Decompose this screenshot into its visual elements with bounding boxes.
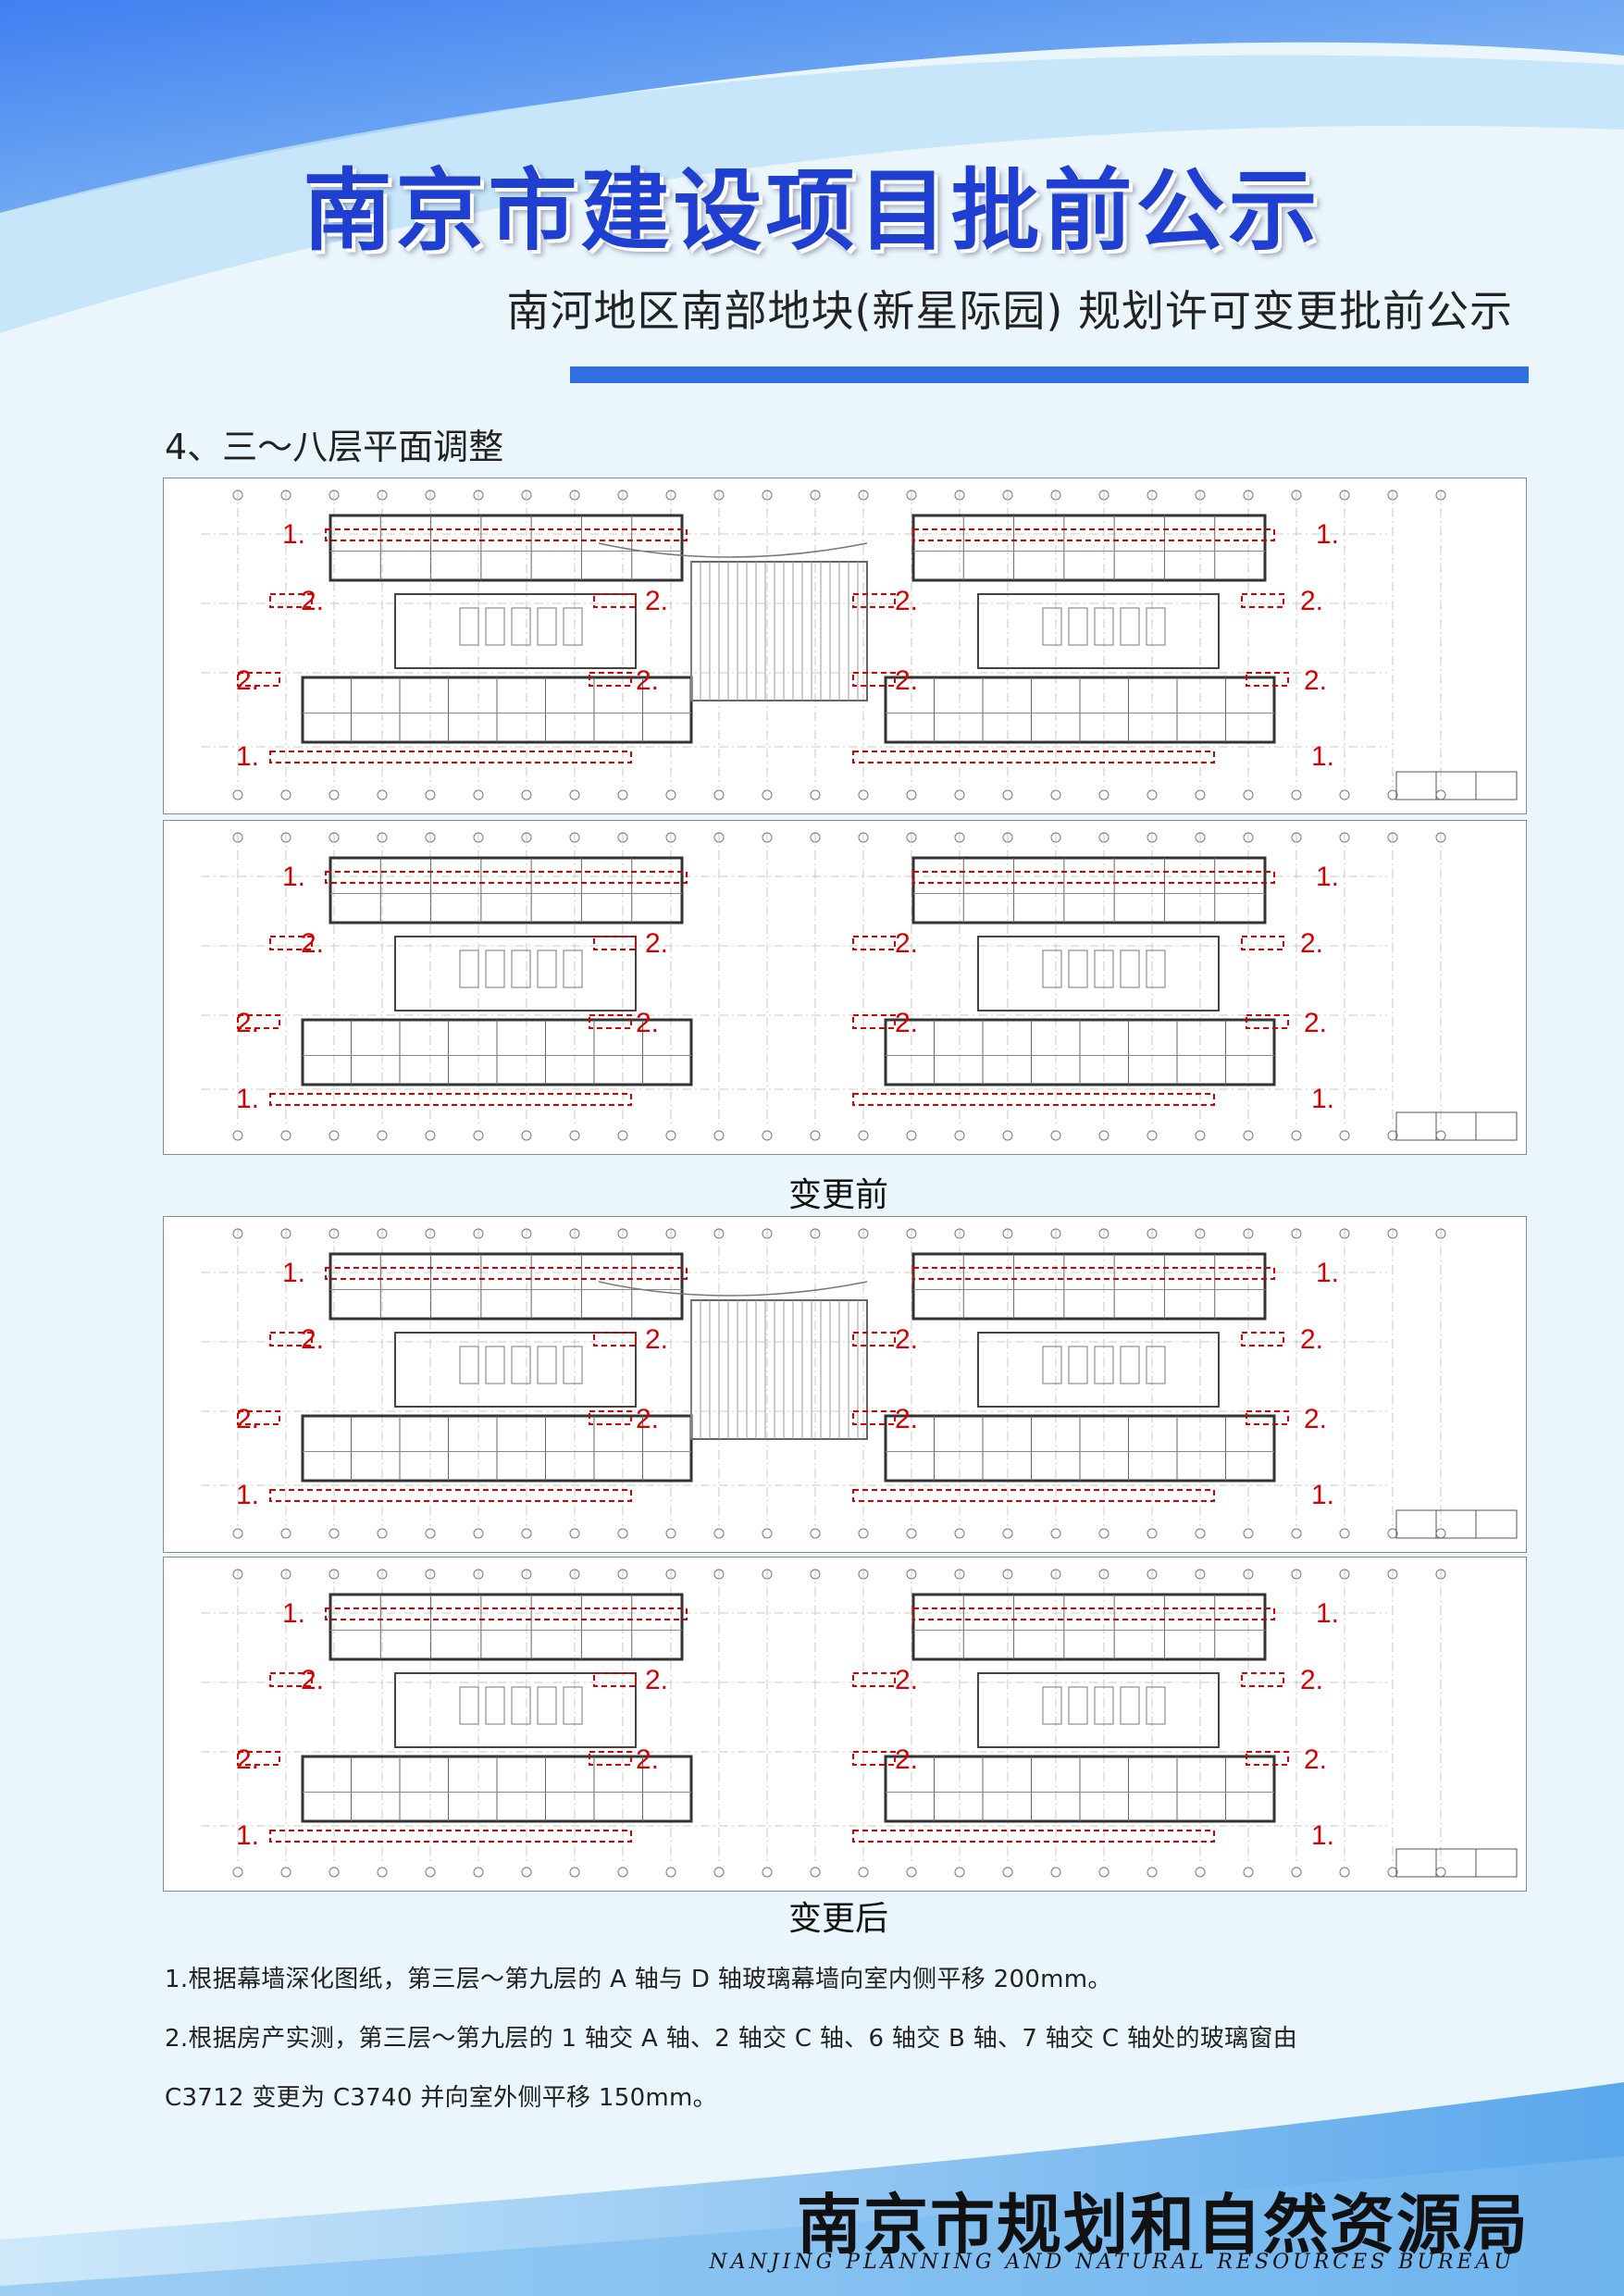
bureau-name: 南京市规划和自然资源局: [797, 2186, 1530, 2263]
marker-1: 1.: [236, 741, 259, 772]
marker-2: 2.: [236, 1404, 259, 1434]
marker-2: 2.: [645, 586, 668, 616]
marker-1: 1.: [1316, 1598, 1339, 1629]
marker-2: 2.: [1304, 1404, 1327, 1434]
marker-2: 2.: [895, 665, 918, 696]
marker-2: 2.: [895, 1404, 918, 1434]
marker-2: 2.: [1300, 1324, 1323, 1355]
marker-2: 2.: [895, 1008, 918, 1038]
marker-1: 1.: [236, 1084, 259, 1114]
marker-2: 2.: [301, 928, 324, 959]
marker-2: 2.: [895, 586, 918, 616]
marker-2: 2.: [301, 586, 324, 616]
marker-1: 1.: [282, 862, 305, 892]
atrium-hatch: [690, 561, 868, 701]
caption-after: 变更后: [787, 1900, 888, 1938]
note-1: 1.根据幕墙深化图纸，第三层～第九层的 A 轴与 D 轴玻璃幕墙向室内侧平移 2…: [165, 1966, 1112, 1993]
floorplan-before-split: 1. 1. 1. 1. 2. 2. 2. 2. 2. 2. 2. 2.: [163, 820, 1527, 1155]
floorplan-after-wide: 1. 1. 1. 1. 2. 2. 2. 2. 2. 2. 2. 2.: [163, 1216, 1527, 1553]
marker-2: 2.: [636, 665, 659, 696]
bureau-name-en: NANJING PLANNING AND NATURAL RESOURCES B…: [709, 2251, 1515, 2274]
marker-2: 2.: [895, 1665, 918, 1695]
floorplan-before-wide: 1. 1. 1. 1. 2. 2. 2. 2. 2. 2. 2. 2.: [163, 478, 1527, 814]
marker-1: 1.: [1316, 1258, 1339, 1288]
marker-1: 1.: [236, 1480, 259, 1510]
marker-2: 2.: [895, 1324, 918, 1355]
marker-2: 2.: [1304, 665, 1327, 696]
note-2: 2.根据房产实测，第三层～第九层的 1 轴交 A 轴、2 轴交 C 轴、6 轴交…: [165, 2025, 1298, 2053]
title-rule: [570, 366, 1529, 383]
marker-2: 2.: [1300, 586, 1323, 616]
marker-2: 2.: [636, 1744, 659, 1775]
marker-2: 2.: [236, 1744, 259, 1775]
marker-1: 1.: [1316, 519, 1339, 550]
marker-2: 2.: [636, 1008, 659, 1038]
marker-1: 1.: [236, 1820, 259, 1851]
marker-2: 2.: [1300, 928, 1323, 959]
marker-1: 1.: [1311, 1084, 1334, 1114]
caption-before: 变更前: [787, 1176, 888, 1214]
marker-2: 2.: [301, 1324, 324, 1355]
marker-1: 1.: [1316, 862, 1339, 892]
marker-2: 2.: [1304, 1008, 1327, 1038]
marker-2: 2.: [645, 928, 668, 959]
marker-1: 1.: [1311, 1820, 1334, 1851]
marker-1: 1.: [282, 1258, 305, 1288]
marker-1: 1.: [282, 1598, 305, 1629]
marker-1: 1.: [1311, 1480, 1334, 1510]
marker-2: 2.: [645, 1665, 668, 1695]
page-title: 南京市建设项目批前公示: [303, 158, 1321, 263]
marker-2: 2.: [236, 665, 259, 696]
marker-2: 2.: [1304, 1744, 1327, 1775]
atrium-hatch: [690, 1299, 868, 1440]
marker-2: 2.: [1300, 1665, 1323, 1695]
floorplan-after-split: 1. 1. 1. 1. 2. 2. 2. 2. 2. 2. 2. 2.: [163, 1557, 1527, 1892]
marker-2: 2.: [895, 1744, 918, 1775]
note-3: C3712 变更为 C3740 并向室外侧平移 150mm。: [165, 2084, 717, 2112]
section-title: 4、三～八层平面调整: [165, 427, 504, 467]
marker-1: 1.: [282, 519, 305, 550]
marker-2: 2.: [236, 1008, 259, 1038]
marker-2: 2.: [301, 1665, 324, 1695]
marker-1: 1.: [1311, 741, 1334, 772]
page-subtitle: 南河地区南部地块(新星际园) 规划许可变更批前公示: [506, 286, 1513, 336]
marker-2: 2.: [895, 928, 918, 959]
marker-2: 2.: [636, 1404, 659, 1434]
marker-2: 2.: [645, 1324, 668, 1355]
